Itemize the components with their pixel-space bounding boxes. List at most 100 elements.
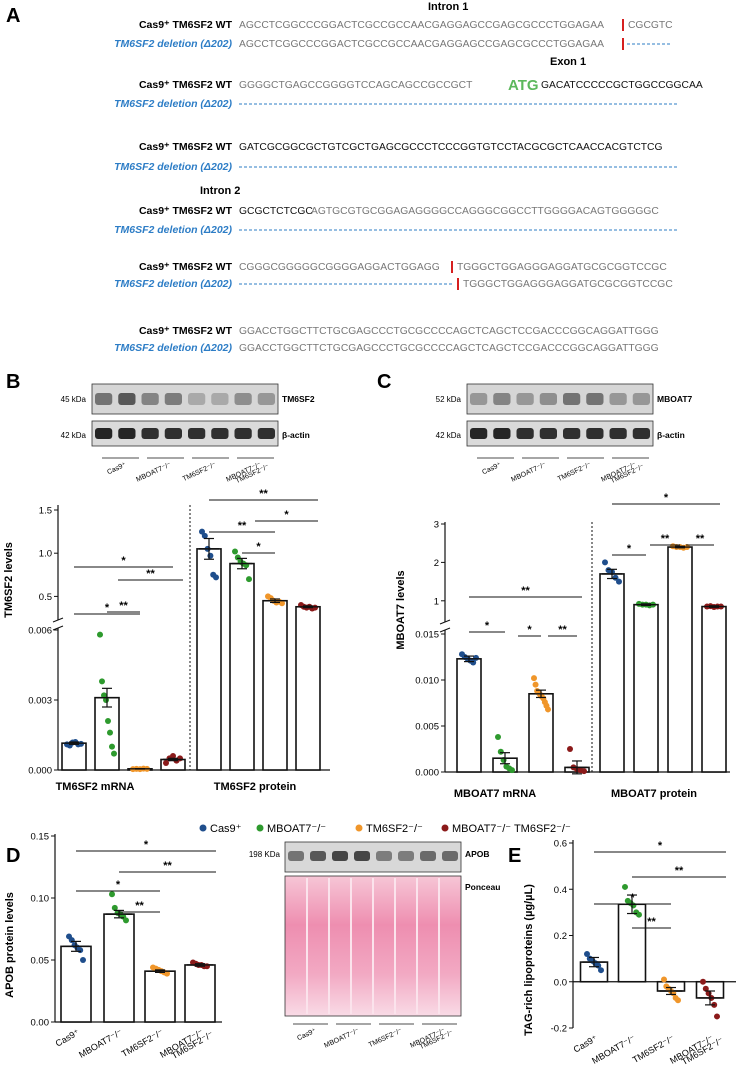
tag-point xyxy=(636,911,642,918)
apob-group-tick-label: MBOAT7⁻/⁻ xyxy=(77,1027,124,1060)
significance-marker: * xyxy=(627,543,632,555)
mrna-point xyxy=(495,734,501,741)
apob-point xyxy=(164,970,170,977)
panel-c: C 52 kDa 42 kDa MBOAT7 β-actin Cas9⁺MBOA… xyxy=(377,371,730,800)
x-section-label: MBOAT7 protein xyxy=(611,788,697,800)
protein-point xyxy=(201,532,208,539)
significance-marker: * xyxy=(144,839,149,851)
kda-marker: 45 kDa xyxy=(61,395,87,404)
blot-group-label: MBOAT7⁻/⁻ xyxy=(135,461,172,483)
cut-site-marker xyxy=(622,19,624,31)
protein-bar xyxy=(667,546,693,773)
y-tick-label: 0.05 xyxy=(31,956,50,967)
mrna-point xyxy=(581,768,587,775)
protein-point xyxy=(616,578,622,585)
blot-bands xyxy=(470,428,650,439)
y-tick-label: 0.010 xyxy=(415,676,439,687)
y-axis-title: TAG-rich lipoproteins (µg/µL) xyxy=(523,884,535,1036)
blot-band xyxy=(516,428,534,439)
blot-group-label: Cas9⁺ xyxy=(296,1027,317,1042)
blot-band xyxy=(470,428,488,439)
deletion-label: TM6SF2 deletion (Δ202) xyxy=(114,278,232,290)
significance-marker: * xyxy=(116,879,121,891)
kda-marker: 42 kDa xyxy=(61,431,87,440)
mrna-bar xyxy=(456,658,482,773)
cut-site-marker xyxy=(451,261,453,273)
apob-bar xyxy=(184,964,216,1023)
blot-band xyxy=(586,393,604,405)
significance-marker: ** xyxy=(521,585,530,597)
legend-marker-mboat7 xyxy=(256,824,264,832)
blot-group-label: Cas9⁺ xyxy=(106,461,127,476)
blot-group-label: Cas9⁺ xyxy=(481,461,502,476)
mrna-point xyxy=(97,631,103,638)
apob-point xyxy=(111,904,118,911)
mrna-bar xyxy=(61,742,87,771)
blot-band xyxy=(539,393,557,405)
significance-marker: * xyxy=(256,541,261,553)
tag-point xyxy=(714,1013,720,1020)
apob-bar xyxy=(144,970,176,1023)
blot-band xyxy=(234,428,252,439)
protein-point xyxy=(246,576,252,583)
blot-bands xyxy=(288,851,458,861)
legend-label: MBOAT7⁻/⁻ xyxy=(267,823,326,835)
blot-band xyxy=(632,393,650,405)
blot-band xyxy=(310,851,326,861)
panel-d: D APOB protein levels 0.000.050.100.15**… xyxy=(4,832,500,1061)
blot-band xyxy=(164,428,182,439)
axis-break xyxy=(52,625,64,631)
protein-point xyxy=(207,552,214,559)
blot-group-label: TM6SF2⁻/⁻ xyxy=(368,1027,404,1049)
significance-marker: * xyxy=(485,620,490,632)
protein-point xyxy=(213,574,219,581)
blot-band xyxy=(257,428,275,439)
significance-marker: ** xyxy=(238,520,247,532)
blot-band xyxy=(398,851,414,861)
panel-a-label: A xyxy=(6,5,20,27)
y-tick-label: 0.4 xyxy=(554,885,567,896)
axis-break xyxy=(439,619,451,625)
mrna-point xyxy=(99,678,105,685)
blot-band xyxy=(95,428,113,439)
y-tick-label: 0.015 xyxy=(415,630,439,641)
kda-marker: 52 kDa xyxy=(436,395,462,404)
y-tick-label: 0.005 xyxy=(415,722,439,733)
blot-band xyxy=(188,428,206,439)
panel-b: B 45 kDa 42 kDa TM6SF2 β-actin Cas9⁺MBOA… xyxy=(3,371,330,793)
y-tick-label: 0.00 xyxy=(31,1018,50,1029)
protein-point xyxy=(234,554,241,561)
protein-point xyxy=(612,574,619,581)
cut-site-marker xyxy=(457,278,459,290)
chart-d: 0.000.050.100.15******Cas9⁺MBOAT7⁻/⁻TM6S… xyxy=(31,832,222,1061)
exon1-label: Exon 1 xyxy=(550,56,586,68)
deletion-label: TM6SF2 deletion (Δ202) xyxy=(114,98,232,110)
blot-band xyxy=(234,393,252,405)
chart-e: -0.20.00.20.40.6******Cas9⁺MBOAT7⁻/⁻TM6S… xyxy=(551,839,736,1067)
blot-band xyxy=(609,428,627,439)
seq-wt-tail: CGCGTC xyxy=(628,20,673,31)
legend-label: TM6SF2⁻/⁻ xyxy=(366,823,423,835)
panel-d-label: D xyxy=(6,845,20,867)
mrna-point xyxy=(509,767,515,774)
deletion-label: TM6SF2 deletion (Δ202) xyxy=(114,38,232,50)
mrna-point xyxy=(163,760,169,766)
blot-band xyxy=(586,428,604,439)
significance-marker: ** xyxy=(119,600,128,612)
blot-bands xyxy=(470,393,650,405)
blot-band xyxy=(609,393,627,405)
tag-bar xyxy=(617,903,647,983)
blot-band xyxy=(493,428,511,439)
tag-group-tick-label: Cas9⁺ xyxy=(572,1033,600,1055)
deletion-label: TM6SF2 deletion (Δ202) xyxy=(114,161,232,173)
significance-marker: * xyxy=(105,602,110,614)
y-tick-label: 0.0 xyxy=(554,977,567,988)
wt-label: Cas9⁺ TM6SF2 WT xyxy=(139,261,233,273)
deletion-label: TM6SF2 deletion (Δ202) xyxy=(114,342,232,354)
panel-b-label: B xyxy=(6,371,20,393)
significance-marker: ** xyxy=(558,624,567,636)
blot-bands xyxy=(95,428,275,439)
seq-wt: AGCCTCGGCCCGGACTCGCCGCCAACGAGGAGCCGAGCGC… xyxy=(239,20,604,31)
seq-wt-exon: GATCGCGGCGCTGTCGCTGAGCGCCCTCCCGGTGTCCTAC… xyxy=(239,142,663,153)
protein-point xyxy=(199,528,205,535)
